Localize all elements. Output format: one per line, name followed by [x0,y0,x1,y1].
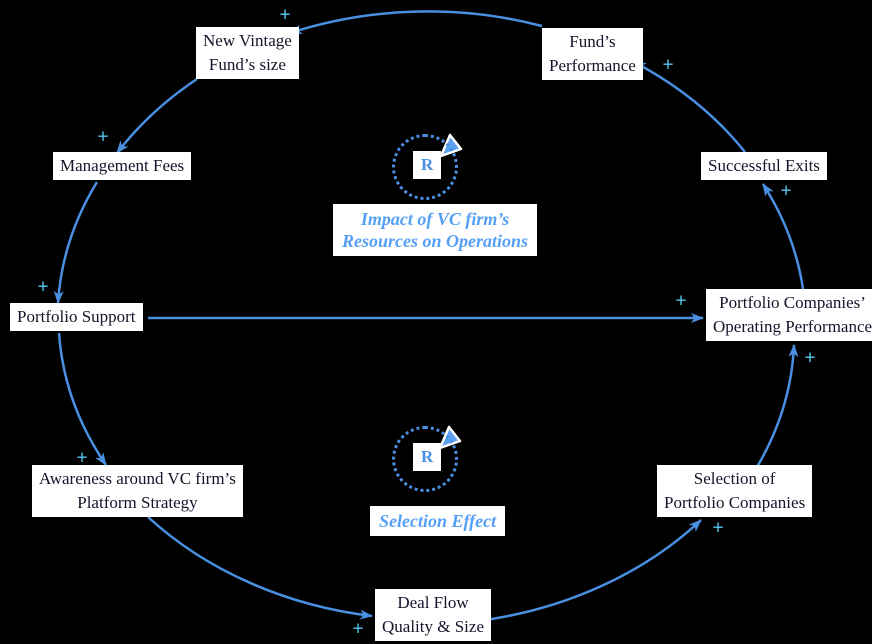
polarity-sign: + [76,447,88,469]
node-selection-of-portfolio-companies: Selection of Portfolio Companies [657,465,813,517]
arc-successful-exits-to-funds-performance [633,60,746,153]
node-label-line: Portfolio Support [17,307,136,326]
node-label-line: Management Fees [60,156,185,175]
node-label-line: Deal Flow [397,593,469,612]
polarity-sign: + [352,618,364,640]
arc-funds-performance-to-new-vintage [289,10,543,35]
node-funds-performance: Fund’s Performance [542,28,643,80]
node-deal-flow-quality-size: Deal Flow Quality & Size [375,589,491,641]
node-awareness-platform-strategy: Awareness around VC firm’s Platform Stra… [32,465,243,517]
node-label-line: Portfolio Companies [664,493,806,512]
polarity-sign: + [279,4,291,26]
polarity-sign: + [780,180,792,202]
node-label-line: Selection of [693,469,776,488]
polarity-sign: + [662,54,674,76]
polarity-sign: + [804,347,816,369]
node-label-line: Fund’s [569,32,616,51]
node-successful-exits: Successful Exits [701,152,827,180]
node-label-line: Successful Exits [708,156,820,175]
loop-label-line: Resources on Operations [342,231,529,251]
node-label-line: New Vintage [203,31,292,50]
polarity-sign: + [712,517,724,539]
node-label-line: Quality & Size [382,617,484,636]
node-label-line: Platform Strategy [77,493,198,512]
node-new-vintage-funds-size: New Vintage Fund’s size [196,27,299,79]
node-management-fees: Management Fees [53,152,192,180]
polarity-sign: + [97,126,109,148]
arc-portfolio-support-to-awareness [57,332,108,466]
loop-circle-resources [392,134,458,200]
loop-symbol-resources: R [413,151,442,179]
node-label-line: Portfolio Companies’ [719,293,866,312]
node-portfolio-companies-operating-performance: Portfolio Companies’ Operating Performan… [706,289,872,341]
loop-label-line: Impact of VC firm’s [360,209,510,229]
polarity-sign: + [37,276,49,298]
arc-awareness-to-deal-flow [147,516,373,620]
node-label-line: Awareness around VC firm’s [39,469,236,488]
node-label-line: Operating Performance [713,317,872,336]
loop-label-line: Selection Effect [379,511,497,531]
node-label-line: Performance [549,56,636,75]
arc-selection-to-portfolio-companies [755,344,799,468]
loop-circle-selection [392,426,458,492]
loop-label-selection: Selection Effect [370,506,506,536]
loop-label-resources: Impact of VC firm’s Resources on Operati… [333,204,538,256]
node-portfolio-support: Portfolio Support [10,303,143,331]
arc-management-fees-to-portfolio-support [53,181,99,304]
arc-portfolio-companies-to-successful-exits [761,183,805,290]
loop-symbol-selection: R [413,443,442,471]
arc-deal-flow-to-selection [477,519,702,623]
polarity-sign: + [675,290,687,312]
arc-new-vintage-to-management-fees [116,77,198,154]
node-label-line: Fund’s size [208,55,286,74]
